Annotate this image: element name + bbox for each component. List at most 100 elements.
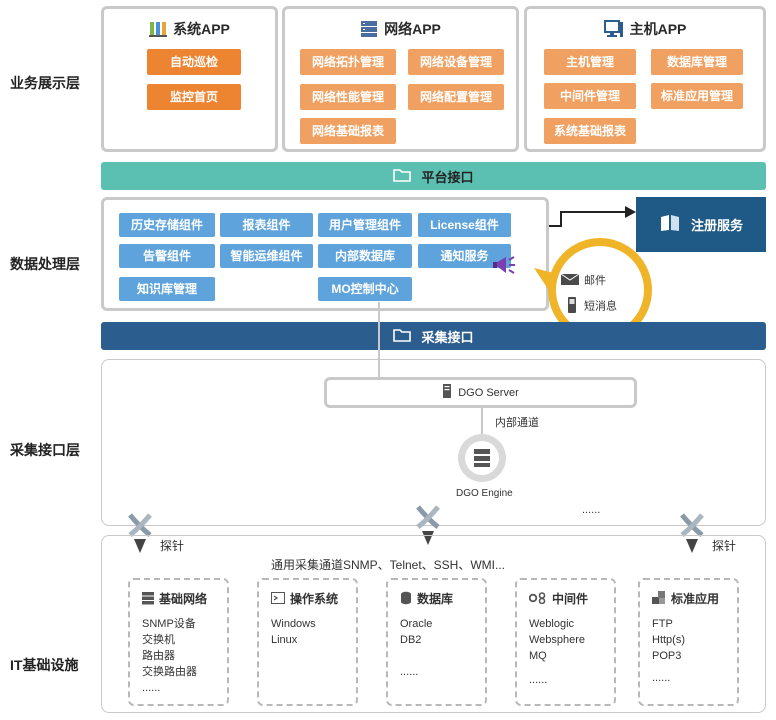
register-service-label: 注册服务 (690, 218, 743, 233)
component-notify-service[interactable]: 通知服务 (418, 244, 511, 268)
infra-item: Http(s) (652, 634, 685, 646)
register-service-box[interactable]: 注册服务 (636, 197, 766, 252)
notify-sms-label: 短消息 (584, 300, 617, 313)
app-button-network-performance[interactable]: 网络性能管理 (300, 84, 396, 110)
network-app-icon (360, 20, 378, 41)
host-app-title-text: 主机APP (629, 21, 687, 37)
component-knowledge-base[interactable]: 知识库管理 (119, 277, 215, 301)
app-button-network-device[interactable]: 网络设备管理 (408, 49, 504, 75)
infra-item: Weblogic (529, 618, 575, 630)
infra-item: SNMP设备 (142, 618, 196, 630)
middleware-icon (528, 592, 547, 607)
infra-item: 路由器 (142, 650, 175, 662)
host-app-panel: 主机APP 主机管理 数据库管理 中间件管理 标准应用管理 系统基础报表 (524, 6, 766, 152)
infra-item: POP3 (652, 650, 682, 662)
infra-item: Oracle (400, 618, 433, 630)
folder-icon (393, 328, 412, 345)
probe-icon-center (416, 505, 440, 545)
infra-item: DB2 (400, 634, 422, 646)
infra-item-spacer (400, 648, 432, 664)
infra-box-middleware[interactable]: 中间件 Weblogic Websphere MQ ...... (515, 578, 616, 706)
app-button-host-mgmt[interactable]: 主机管理 (544, 49, 636, 75)
infra-item: 交换机 (142, 634, 175, 646)
infra-item: ...... (142, 682, 161, 694)
app-button-monitor-home[interactable]: 监控首页 (147, 84, 241, 110)
infra-panel (101, 535, 766, 713)
megaphone-icon (493, 256, 515, 274)
probe-label-right: 探针 (712, 539, 737, 553)
notify-mail: 邮件 (560, 272, 606, 289)
dgo-engine-icon[interactable] (456, 432, 508, 484)
component-internal-db[interactable]: 内部数据库 (318, 244, 412, 268)
layer-label-infra: IT基础设施 (10, 657, 79, 673)
app-button-middleware-mgmt[interactable]: 中间件管理 (544, 83, 636, 109)
infra-box-network[interactable]: 基础网络 SNMP设备 交换机 路由器 交换路由器 ...... (128, 578, 229, 706)
infra-item-spacer (529, 664, 585, 672)
infra-box-standard-app[interactable]: 标准应用 FTP Http(s) POP3 ...... (638, 578, 739, 706)
infra-title-os: 操作系统 (290, 592, 339, 606)
network-app-title: 网络APP (285, 19, 516, 41)
infra-item: ...... (652, 672, 671, 684)
infra-item: MQ (529, 650, 547, 662)
infra-item: Linux (271, 634, 298, 646)
app-button-network-config[interactable]: 网络配置管理 (408, 84, 504, 110)
dgo-server-box[interactable]: DGO Server (324, 377, 637, 408)
components-panel: 历史存储组件 报表组件 用户管理组件 License组件 告警组件 智能运维组件… (101, 197, 549, 311)
host-app-title: 主机APP (527, 19, 763, 41)
internal-channel-line (481, 408, 483, 436)
infra-title-middleware: 中间件 (552, 592, 589, 606)
system-app-icon (149, 20, 168, 41)
system-app-title: 系统APP (104, 19, 275, 41)
mo-connector-line (378, 302, 380, 378)
register-arrow (549, 206, 636, 227)
network-icon (142, 591, 154, 608)
infra-title-standard-app: 标准应用 (671, 592, 720, 606)
terminal-icon (271, 592, 285, 607)
database-icon (400, 591, 412, 608)
app-button-topology[interactable]: 网络拓扑管理 (300, 49, 396, 75)
infra-box-database[interactable]: 数据库 Oracle DB2 ...... (386, 578, 487, 706)
collect-interface-label: 采集接口 (421, 329, 474, 345)
infra-item: Windows (271, 618, 316, 630)
notify-sms: 短消息 (566, 296, 617, 317)
collect-interface-bar: 采集接口 (101, 322, 766, 350)
infra-title-database: 数据库 (417, 592, 454, 606)
component-user-mgmt[interactable]: 用户管理组件 (318, 213, 412, 237)
component-smart-ops[interactable]: 智能运维组件 (220, 244, 313, 268)
component-report[interactable]: 报表组件 (220, 213, 313, 237)
infra-item: ...... (529, 674, 548, 686)
app-button-network-report[interactable]: 网络基础报表 (300, 118, 396, 144)
component-history-storage[interactable]: 历史存储组件 (119, 213, 215, 237)
probe-label-left: 探针 (160, 539, 185, 553)
system-app-title-text: 系统APP (173, 21, 230, 37)
mail-icon (560, 273, 580, 289)
component-mo-control[interactable]: MO控制中心 (318, 277, 412, 301)
app-button-system-report[interactable]: 系统基础报表 (544, 118, 636, 144)
component-license[interactable]: License组件 (418, 213, 511, 237)
probe-icon-left (128, 513, 152, 553)
infra-box-os[interactable]: 操作系统 Windows Linux (257, 578, 358, 706)
component-alarm[interactable]: 告警组件 (119, 244, 215, 268)
app-button-auto-inspection[interactable]: 自动巡检 (147, 49, 241, 75)
host-app-icon (603, 19, 624, 41)
app-button-standard-app-mgmt[interactable]: 标准应用管理 (651, 83, 743, 109)
dgo-engine-label: DGO Engine (456, 488, 513, 499)
layer-label-collect: 采集接口层 (10, 442, 80, 458)
app-button-db-mgmt[interactable]: 数据库管理 (651, 49, 743, 75)
system-app-panel: 系统APP 自动巡检 监控首页 (101, 6, 278, 152)
internal-channel-label: 内部通道 (495, 417, 539, 429)
notify-mail-label: 邮件 (584, 275, 606, 287)
platform-interface-bar: 平台接口 (101, 162, 766, 190)
network-app-title-text: 网络APP (384, 21, 441, 37)
phone-icon (566, 296, 578, 317)
app-icon (652, 591, 666, 608)
platform-interface-label: 平台接口 (421, 169, 474, 185)
infra-item: Websphere (529, 634, 586, 646)
infra-item: ...... (400, 666, 419, 678)
server-icon (442, 384, 452, 401)
probe-icon-right (680, 513, 704, 553)
folder-icon (393, 168, 412, 185)
collect-more: ...... (582, 504, 601, 516)
notify-bubble (534, 238, 652, 342)
layer-label-data: 数据处理层 (10, 256, 80, 272)
